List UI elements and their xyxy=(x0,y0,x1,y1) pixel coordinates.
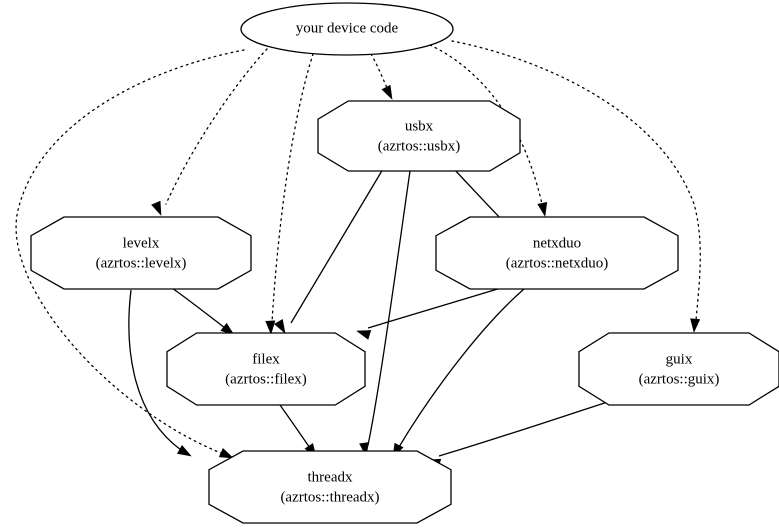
arrowhead-icon xyxy=(537,201,548,217)
edge-line xyxy=(15,49,245,456)
arrowhead-icon xyxy=(265,320,276,335)
edge-line xyxy=(165,48,268,205)
node-label-primary: guix xyxy=(666,351,693,367)
edge-line xyxy=(271,53,314,323)
node-levelx[interactable]: levelx(azrtos::levelx) xyxy=(30,216,252,290)
arrowhead-icon xyxy=(151,200,162,216)
node-shape-octagon xyxy=(166,332,366,406)
node-label-namespace: (azrtos::netxduo) xyxy=(506,255,608,271)
node-label-namespace: (azrtos::levelx) xyxy=(96,255,187,271)
node-netxduo[interactable]: netxduo(azrtos::netxduo) xyxy=(435,216,679,290)
node-shape-octagon xyxy=(435,216,679,290)
edge-line xyxy=(398,288,525,448)
edge-netxduo-to-filex xyxy=(356,287,502,340)
node-label-namespace: (azrtos::threadx) xyxy=(280,489,379,505)
edge-line xyxy=(290,168,384,324)
edge-levelx-to-filex xyxy=(171,287,235,336)
node-label-namespace: (azrtos::filex) xyxy=(225,371,307,387)
node-label-primary: levelx xyxy=(123,235,160,251)
edge-filex-to-threadx xyxy=(279,404,317,458)
arrowhead-icon xyxy=(356,330,372,340)
node-label-primary: threadx xyxy=(308,469,353,485)
edge-device-to-filex xyxy=(265,53,314,335)
arrowhead-icon xyxy=(273,318,286,334)
arrowhead-icon xyxy=(218,448,234,459)
node-device[interactable]: your device code xyxy=(240,2,454,56)
node-filex[interactable]: filex(azrtos::filex) xyxy=(166,332,366,406)
arrowhead-icon xyxy=(176,444,192,457)
edge-device-to-guix xyxy=(451,40,701,333)
edge-device-to-threadx xyxy=(15,49,245,459)
node-label-primary: filex xyxy=(252,351,280,367)
node-shape-octagon xyxy=(578,332,779,406)
node-usbx[interactable]: usbx(azrtos::usbx) xyxy=(317,100,521,172)
edge-line xyxy=(367,287,502,329)
edge-line xyxy=(171,287,226,329)
edge-line xyxy=(451,40,701,321)
edge-levelx-to-threadx xyxy=(128,289,192,457)
node-shape-ellipse xyxy=(240,2,454,56)
node-threadx[interactable]: threadx(azrtos::threadx) xyxy=(208,450,452,524)
node-shape-octagon xyxy=(30,216,252,290)
edge-usbx-to-threadx xyxy=(359,170,411,457)
edge-device-to-usbx xyxy=(370,53,393,100)
edge-line xyxy=(279,404,311,449)
edge-line xyxy=(128,289,182,451)
arrowhead-icon xyxy=(690,318,701,333)
nodes-layer: your device codeusbx(azrtos::usbx)levelx… xyxy=(30,2,779,524)
node-guix[interactable]: guix(azrtos::guix) xyxy=(578,332,779,406)
node-label-primary: netxduo xyxy=(533,235,581,251)
edge-guix-to-threadx xyxy=(426,397,621,469)
edge-usbx-to-filex xyxy=(273,168,384,334)
edge-line xyxy=(370,53,389,91)
node-label-namespace: (azrtos::usbx) xyxy=(378,138,460,154)
edge-device-to-levelx xyxy=(151,48,268,216)
edge-device-to-netxduo xyxy=(429,44,548,217)
edge-line xyxy=(438,397,621,457)
edge-line xyxy=(429,44,543,205)
node-shape-octagon xyxy=(208,450,452,524)
node-label-primary: usbx xyxy=(405,118,434,134)
node-shape-octagon xyxy=(317,100,521,172)
edge-line xyxy=(367,170,411,446)
arrowhead-icon xyxy=(381,84,393,100)
node-label-primary: your device code xyxy=(296,20,399,36)
node-label-namespace: (azrtos::guix) xyxy=(639,371,720,387)
